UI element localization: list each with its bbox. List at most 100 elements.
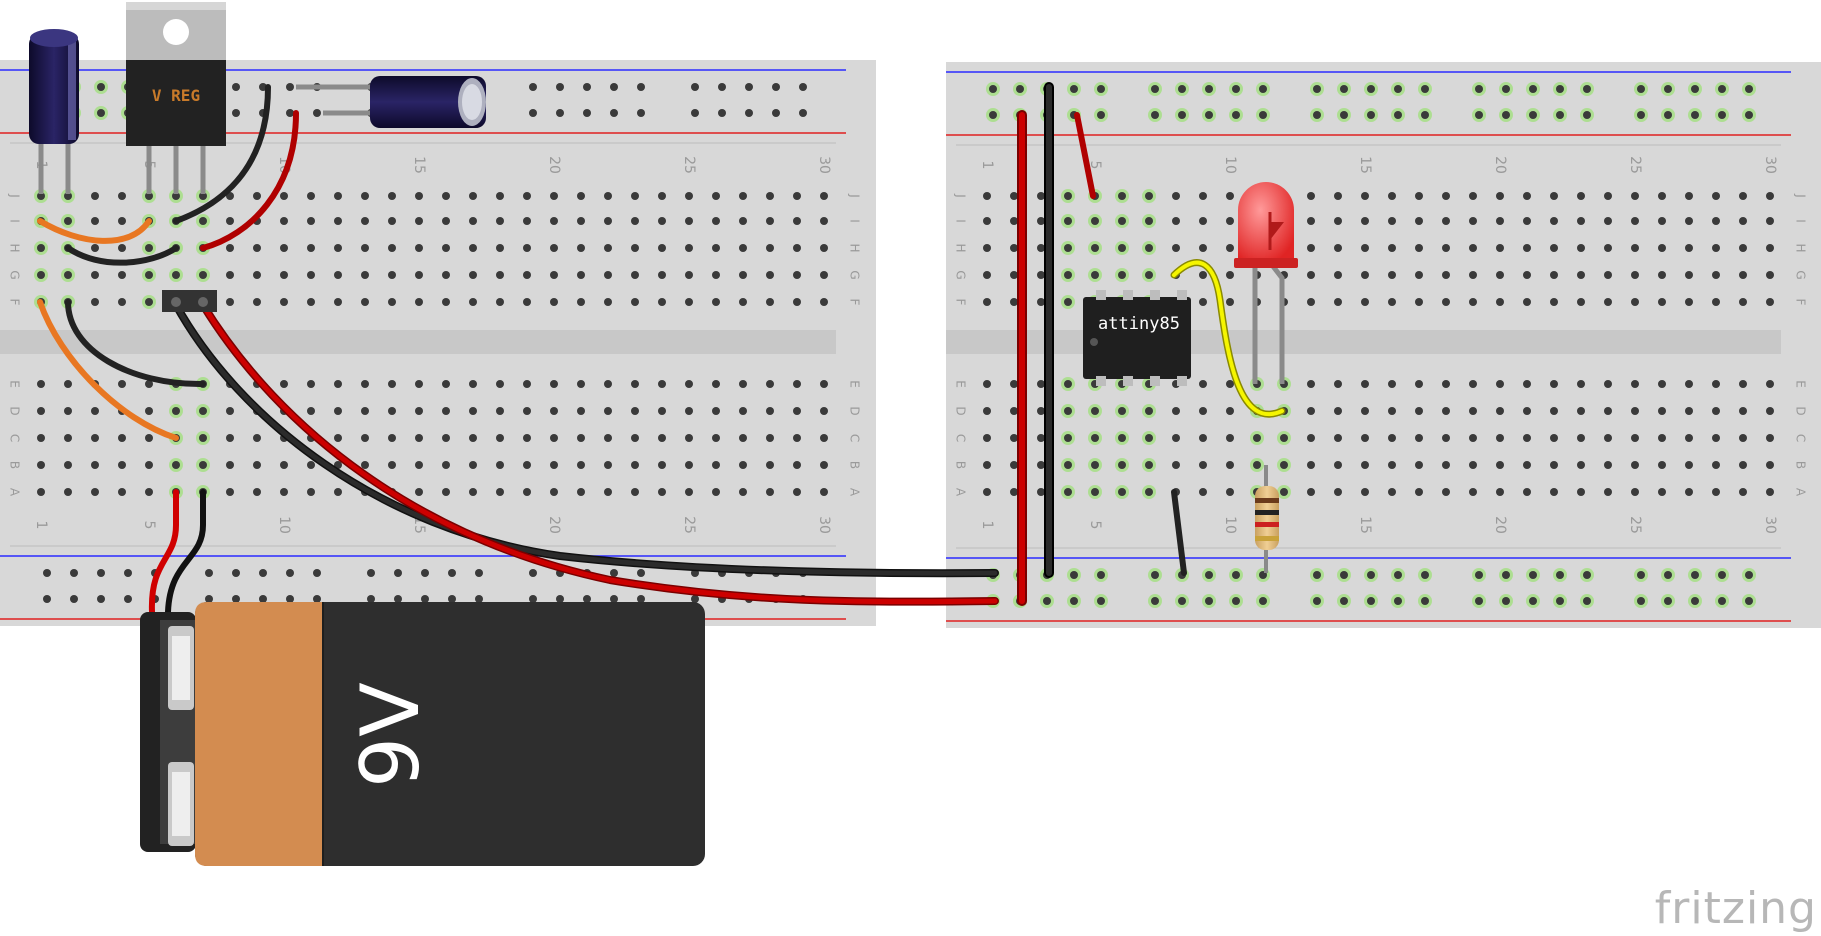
grid-hole[interactable]	[1685, 192, 1693, 200]
rail-hole[interactable]	[637, 83, 645, 91]
grid-hole[interactable]	[1064, 407, 1072, 415]
rail-hole[interactable]	[1259, 111, 1267, 119]
grid-hole[interactable]	[361, 407, 369, 415]
grid-hole[interactable]	[1442, 434, 1450, 442]
grid-hole[interactable]	[118, 298, 126, 306]
grid-hole[interactable]	[37, 380, 45, 388]
grid-hole[interactable]	[1766, 434, 1774, 442]
rail-hole[interactable]	[1232, 597, 1240, 605]
rail-hole[interactable]	[1097, 111, 1105, 119]
grid-hole[interactable]	[1523, 271, 1531, 279]
rail-hole[interactable]	[1637, 597, 1645, 605]
rail-hole[interactable]	[637, 595, 645, 603]
grid-hole[interactable]	[1388, 407, 1396, 415]
grid-hole[interactable]	[37, 271, 45, 279]
rail-hole[interactable]	[1583, 571, 1591, 579]
grid-hole[interactable]	[1145, 434, 1153, 442]
rail-hole[interactable]	[43, 595, 51, 603]
grid-hole[interactable]	[766, 488, 774, 496]
rail-hole[interactable]	[1151, 111, 1159, 119]
grid-hole[interactable]	[712, 407, 720, 415]
grid-hole[interactable]	[712, 461, 720, 469]
grid-hole[interactable]	[983, 271, 991, 279]
rail-hole[interactable]	[1070, 85, 1078, 93]
grid-hole[interactable]	[793, 217, 801, 225]
grid-hole[interactable]	[658, 407, 666, 415]
grid-hole[interactable]	[1604, 488, 1612, 496]
grid-hole[interactable]	[1280, 488, 1288, 496]
grid-hole[interactable]	[469, 217, 477, 225]
grid-hole[interactable]	[1010, 192, 1018, 200]
rail-hole[interactable]	[1151, 597, 1159, 605]
rail-hole[interactable]	[1313, 597, 1321, 605]
grid-hole[interactable]	[1469, 192, 1477, 200]
grid-hole[interactable]	[37, 407, 45, 415]
grid-hole[interactable]	[442, 192, 450, 200]
rail-hole[interactable]	[529, 109, 537, 117]
grid-hole[interactable]	[118, 380, 126, 388]
rail-hole[interactable]	[1475, 597, 1483, 605]
grid-hole[interactable]	[1064, 380, 1072, 388]
grid-hole[interactable]	[64, 217, 72, 225]
rail-hole[interactable]	[1313, 111, 1321, 119]
grid-hole[interactable]	[1064, 488, 1072, 496]
grid-hole[interactable]	[1550, 217, 1558, 225]
grid-hole[interactable]	[280, 298, 288, 306]
wire-red-vcc-chip[interactable]	[1074, 112, 1096, 199]
grid-hole[interactable]	[1037, 192, 1045, 200]
grid-hole[interactable]	[550, 192, 558, 200]
rail-hole[interactable]	[1394, 85, 1402, 93]
wire-black-resistor-gnd[interactable]	[1171, 489, 1187, 576]
grid-hole[interactable]	[1010, 380, 1018, 388]
rail-hole[interactable]	[1691, 85, 1699, 93]
rail-hole[interactable]	[1529, 111, 1537, 119]
grid-hole[interactable]	[1658, 244, 1666, 252]
grid-hole[interactable]	[1334, 461, 1342, 469]
grid-hole[interactable]	[1361, 380, 1369, 388]
grid-hole[interactable]	[1766, 244, 1774, 252]
grid-hole[interactable]	[1415, 434, 1423, 442]
grid-hole[interactable]	[1712, 192, 1720, 200]
rail-hole[interactable]	[1664, 571, 1672, 579]
grid-hole[interactable]	[604, 434, 612, 442]
grid-hole[interactable]	[550, 488, 558, 496]
grid-hole[interactable]	[1442, 271, 1450, 279]
grid-hole[interactable]	[1172, 407, 1180, 415]
grid-hole[interactable]	[1658, 192, 1666, 200]
grid-hole[interactable]	[1253, 434, 1261, 442]
rail-hole[interactable]	[313, 569, 321, 577]
grid-hole[interactable]	[1415, 217, 1423, 225]
rail-hole[interactable]	[1421, 571, 1429, 579]
grid-hole[interactable]	[577, 271, 585, 279]
rail-hole[interactable]	[367, 595, 375, 603]
grid-hole[interactable]	[820, 217, 828, 225]
grid-hole[interactable]	[1064, 434, 1072, 442]
grid-hole[interactable]	[793, 461, 801, 469]
grid-hole[interactable]	[1361, 271, 1369, 279]
grid-hole[interactable]	[712, 380, 720, 388]
grid-hole[interactable]	[334, 271, 342, 279]
grid-hole[interactable]	[1118, 244, 1126, 252]
grid-hole[interactable]	[118, 271, 126, 279]
rail-hole[interactable]	[1691, 597, 1699, 605]
grid-hole[interactable]	[820, 434, 828, 442]
grid-hole[interactable]	[307, 461, 315, 469]
grid-hole[interactable]	[442, 217, 450, 225]
grid-hole[interactable]	[469, 488, 477, 496]
grid-hole[interactable]	[1685, 434, 1693, 442]
grid-hole[interactable]	[1334, 488, 1342, 496]
grid-hole[interactable]	[1631, 217, 1639, 225]
header-connector[interactable]	[162, 290, 217, 312]
rail-hole[interactable]	[1070, 571, 1078, 579]
grid-hole[interactable]	[415, 380, 423, 388]
grid-hole[interactable]	[523, 217, 531, 225]
grid-hole[interactable]	[658, 380, 666, 388]
grid-hole[interactable]	[983, 298, 991, 306]
grid-hole[interactable]	[1631, 434, 1639, 442]
grid-hole[interactable]	[415, 192, 423, 200]
grid-hole[interactable]	[172, 461, 180, 469]
grid-hole[interactable]	[1226, 244, 1234, 252]
grid-hole[interactable]	[1766, 217, 1774, 225]
grid-hole[interactable]	[1712, 488, 1720, 496]
grid-hole[interactable]	[496, 271, 504, 279]
